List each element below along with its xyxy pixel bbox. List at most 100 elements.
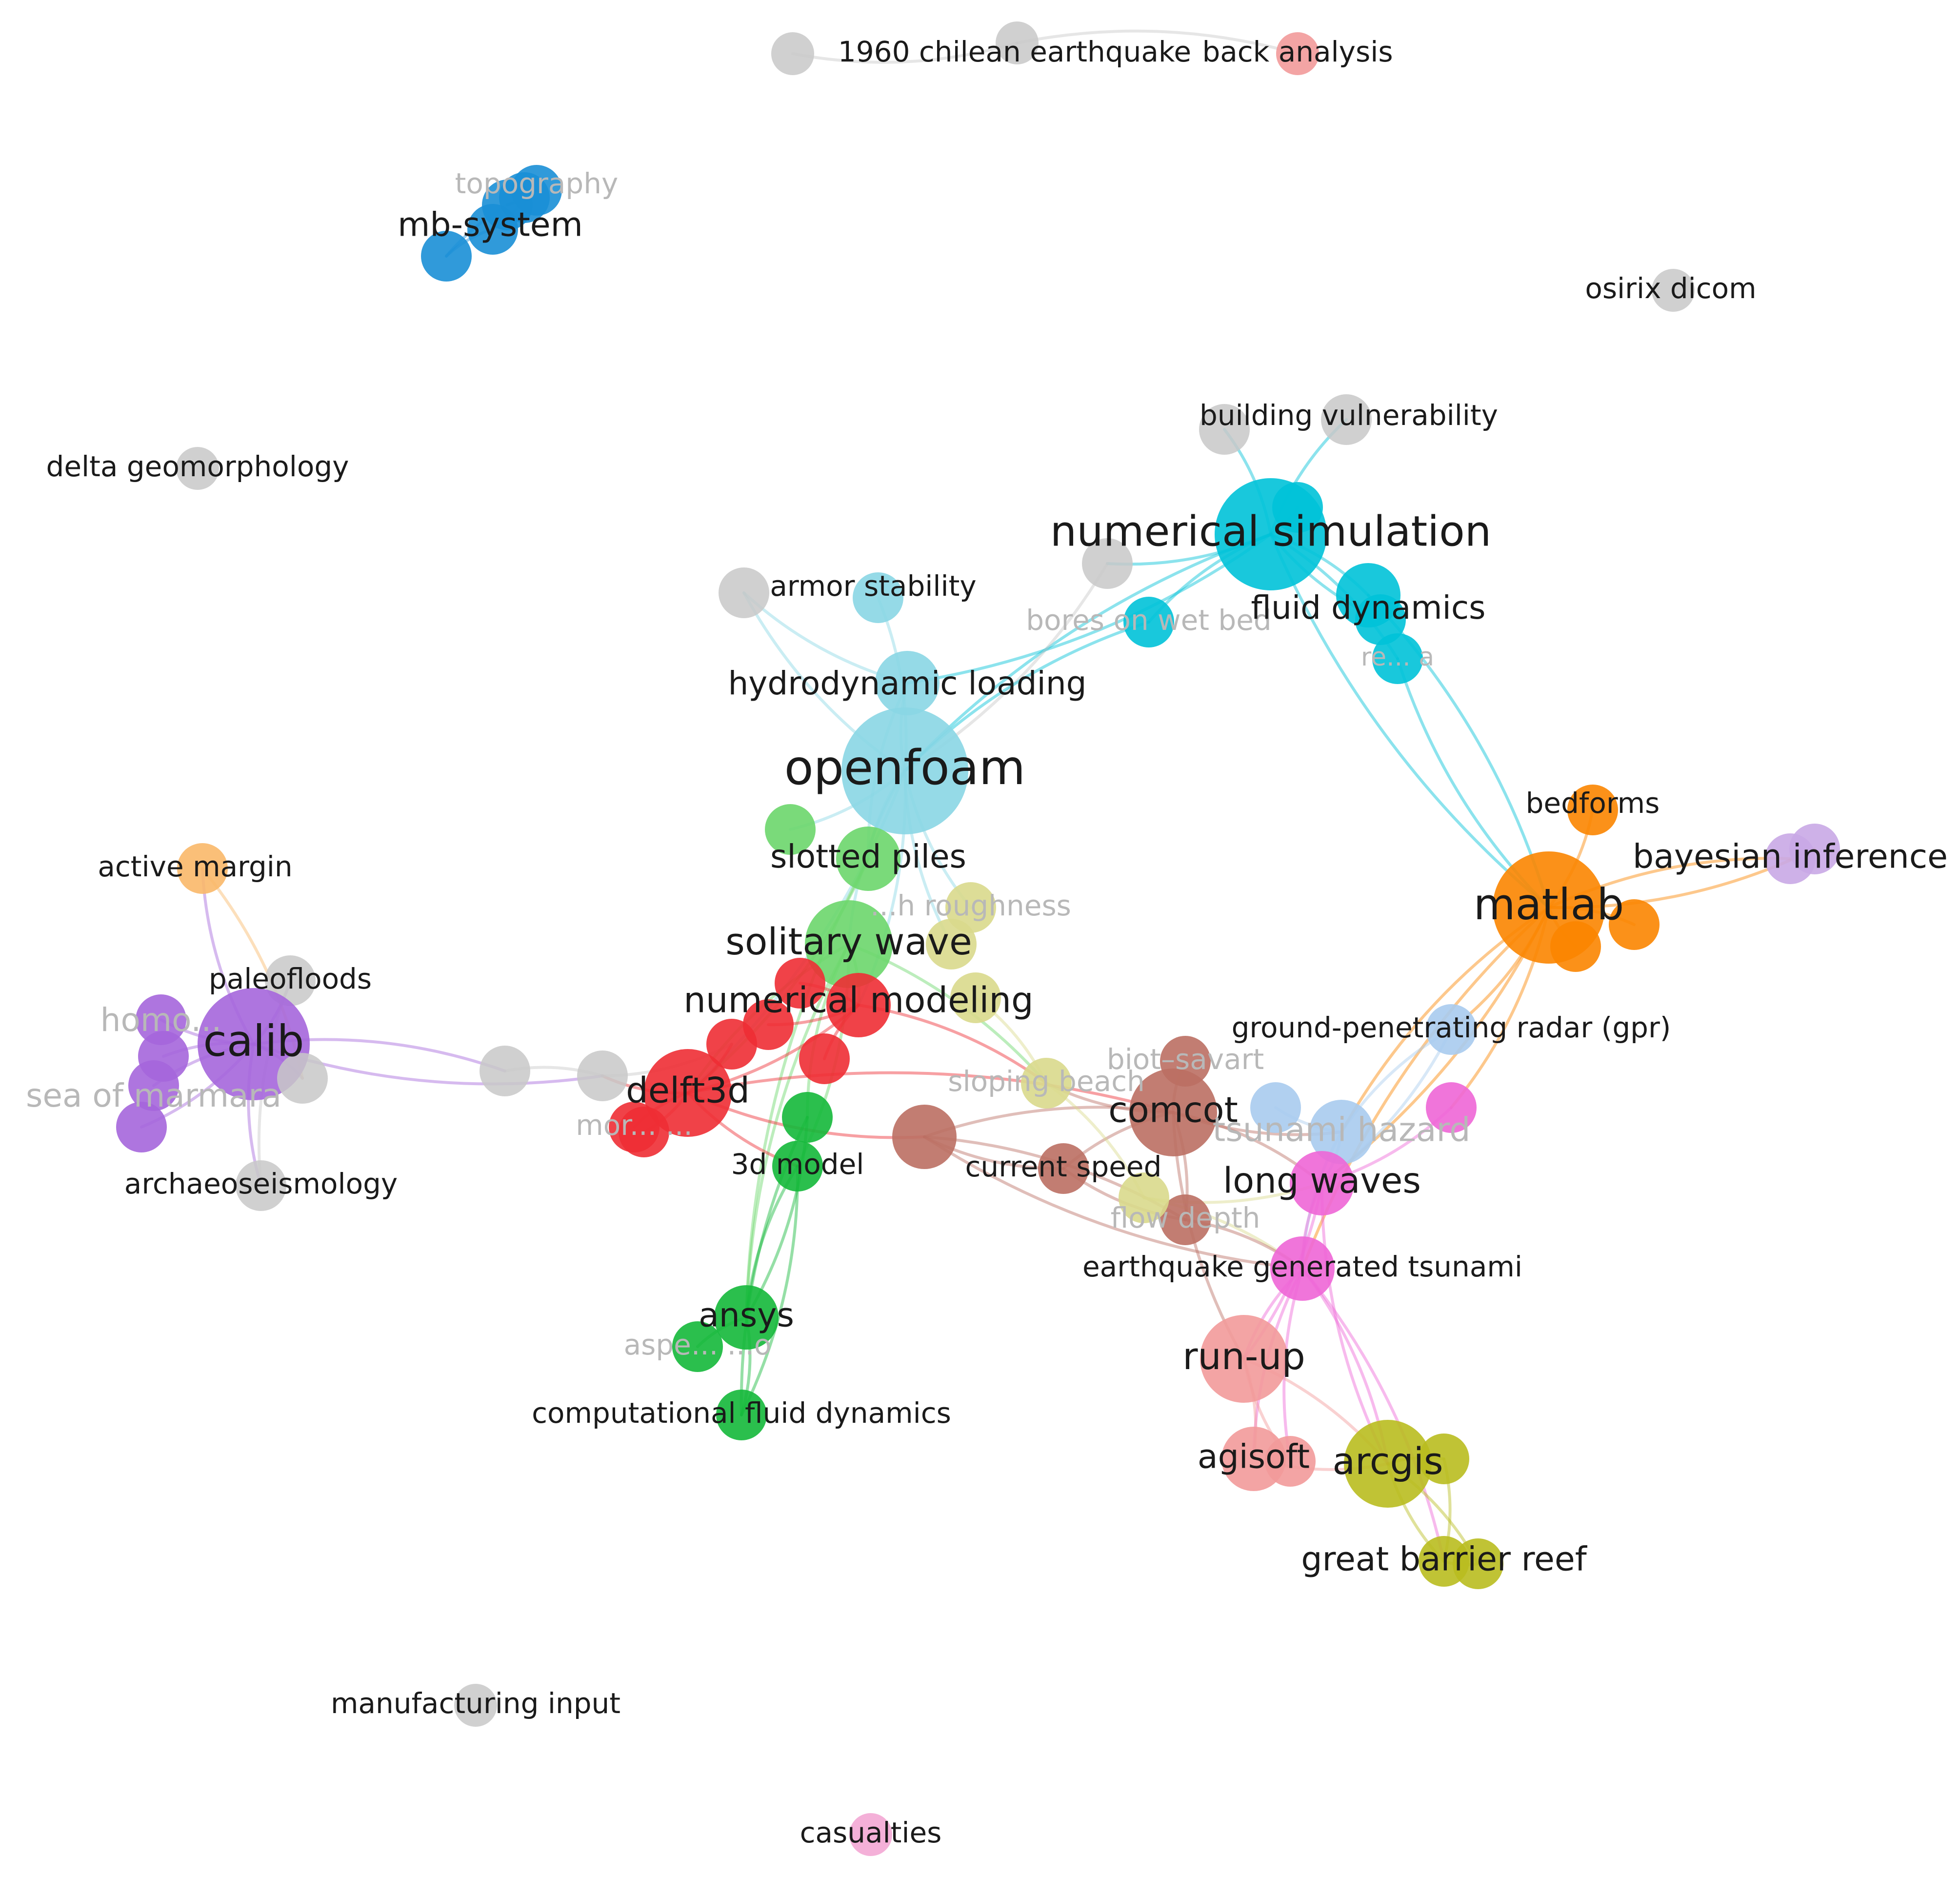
label-bedforms: bedforms (1526, 787, 1660, 820)
node-mb_system[interactable] (421, 231, 472, 282)
label-bayes: bayesian inference (1633, 838, 1948, 876)
node-current_speed[interactable] (1038, 1143, 1089, 1194)
label-morpho: mor... ... (576, 1109, 693, 1142)
node-ansys[interactable] (714, 1285, 779, 1350)
label-arcgis: arcgis (1333, 1439, 1443, 1483)
node-bedforms[interactable] (1567, 785, 1618, 835)
node-mat_c[interactable] (1550, 921, 1601, 972)
label-back_analysis: back analysis (1202, 35, 1393, 68)
edge-brown_mid-eq_tsunami (923, 1135, 1304, 1270)
edge-chile_b-back_analysis (1016, 29, 1299, 55)
node-building_vul[interactable] (1199, 404, 1250, 455)
node-bores[interactable] (1123, 597, 1174, 647)
node-bv_b[interactable] (1321, 394, 1372, 445)
label-manufacturing: manufacturing input (331, 1687, 620, 1720)
node-chile_b[interactable] (996, 21, 1039, 64)
label-reflex: re... a (1361, 643, 1434, 672)
label-building_vul: building vulnerability (1200, 399, 1498, 432)
node-chile_1960[interactable] (771, 32, 814, 75)
label-nummod: numerical modeling (683, 980, 1033, 1021)
node-gpr[interactable] (1426, 1004, 1477, 1055)
node-red_b[interactable] (775, 958, 825, 1009)
node-flow_depth[interactable] (1160, 1194, 1211, 1245)
label-long_waves: long waves (1223, 1160, 1421, 1201)
node-olive_b[interactable] (1419, 1434, 1469, 1484)
node-bridge_a[interactable] (480, 1046, 530, 1096)
edge-numsim-matlab (1269, 533, 1550, 909)
node-purp_c[interactable] (116, 1102, 167, 1152)
node-bridge_b[interactable] (577, 1050, 628, 1101)
node-red_d[interactable] (799, 1033, 850, 1084)
node-kh_b[interactable] (950, 972, 1001, 1023)
node-slotted[interactable] (836, 827, 900, 891)
node-hydro[interactable] (875, 651, 940, 715)
node-slot_b[interactable] (765, 804, 816, 855)
node-mat_b[interactable] (1609, 899, 1660, 950)
node-delft3d[interactable] (644, 1049, 732, 1137)
label-gpr: ground-penetrating radar (gpr) (1232, 1011, 1671, 1044)
node-topo_b[interactable] (482, 180, 533, 230)
label-matlab: matlab (1474, 879, 1624, 929)
node-ns_b[interactable] (1272, 482, 1323, 533)
node-salmon_b[interactable] (1265, 1436, 1316, 1487)
node-red_e[interactable] (706, 1019, 757, 1070)
node-solitary[interactable] (805, 900, 893, 988)
node-ns_c[interactable] (1082, 538, 1133, 589)
label-osirix: osirix dicom (1585, 272, 1756, 305)
node-bayes_b[interactable] (1789, 824, 1840, 874)
label-fluid_dyn: fluid dynamics (1251, 589, 1485, 626)
node-armor[interactable] (719, 567, 769, 618)
node-nummod[interactable] (826, 973, 891, 1037)
node-model3d[interactable] (772, 1141, 823, 1191)
node-homo[interactable] (136, 994, 186, 1045)
label-topography: topography (455, 167, 619, 200)
node-aspe[interactable] (672, 1321, 723, 1372)
edge-numsim-openfoam (903, 533, 1272, 772)
node-long_waves[interactable] (1290, 1151, 1354, 1215)
node-fluid_b[interactable] (1355, 594, 1406, 645)
label-solitary: solitary wave (725, 920, 972, 963)
label-calib: calib (203, 1016, 304, 1066)
node-active_margin[interactable] (177, 843, 228, 894)
label-ansys: ansys (699, 1296, 794, 1335)
label-current_speed: current speed (965, 1150, 1162, 1183)
node-back_analysis[interactable] (1276, 32, 1319, 75)
label-gbr: great barrier reef (1301, 1540, 1587, 1579)
node-reflex[interactable] (1372, 633, 1423, 684)
label-active_margin: active margin (98, 850, 292, 883)
node-purp_d[interactable] (138, 1031, 189, 1082)
label-cfd: computational fluid dynamics (532, 1396, 951, 1430)
node-sloping[interactable] (1021, 1058, 1072, 1109)
node-osirix[interactable] (1652, 269, 1695, 312)
node-casualties[interactable] (849, 1813, 892, 1856)
label-mb_system: mb-system (398, 206, 583, 244)
node-kh_c[interactable] (1119, 1172, 1169, 1223)
node-pink_b[interactable] (1426, 1082, 1477, 1133)
node-sol_b[interactable] (926, 919, 977, 969)
node-tsunami_hazard[interactable] (1309, 1100, 1374, 1164)
node-runup[interactable] (1200, 1315, 1288, 1403)
edge-model3d-cfd (740, 1165, 800, 1416)
node-cfd[interactable] (716, 1390, 767, 1440)
node-manufacturing[interactable] (454, 1684, 497, 1727)
node-olive_c[interactable] (1453, 1538, 1503, 1589)
node-armor_b[interactable] (853, 572, 903, 623)
node-brown_mid[interactable] (892, 1105, 957, 1169)
node-calib_gray[interactable] (277, 1053, 328, 1104)
node-delta[interactable] (176, 447, 219, 490)
node-lb_b[interactable] (1250, 1082, 1301, 1133)
node-arcgis[interactable] (1344, 1420, 1432, 1508)
label-homo: homo... (100, 1001, 222, 1039)
label-comcot: comcot (1108, 1090, 1238, 1131)
label-model3d: 3d model (731, 1148, 864, 1181)
label-aspe: aspe... ...o (624, 1328, 772, 1361)
node-comcot[interactable] (1129, 1069, 1217, 1156)
node-green_a[interactable] (782, 1092, 833, 1143)
edge-solitary-ansys (745, 943, 850, 1319)
node-openfoam[interactable] (841, 707, 968, 834)
node-archaeo[interactable] (236, 1160, 286, 1211)
node-morpho[interactable] (609, 1102, 660, 1152)
label-agisoft: agisoft (1198, 1438, 1310, 1476)
node-eq_tsunami[interactable] (1270, 1236, 1335, 1301)
